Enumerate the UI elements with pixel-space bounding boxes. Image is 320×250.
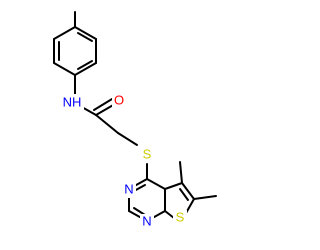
bond-c5-c6-double bbox=[179, 188, 189, 201]
bond-c4a-c4 bbox=[146, 178, 166, 190]
atom-nitrogen-lower: N bbox=[140, 213, 154, 230]
atom-sulfur-thiophene: S bbox=[173, 209, 187, 226]
bond-c2-n1-double bbox=[133, 207, 146, 216]
atom-nitrogen-upper-label: N bbox=[124, 181, 133, 196]
bond-ring1-c bbox=[74, 62, 97, 76]
bond-ring1-inner-1 bbox=[77, 32, 93, 42]
atom-sulfur-thiophene-label: S bbox=[176, 209, 185, 224]
structure-canvas: NH O S N N S bbox=[53, 11, 217, 230]
bond-ring1-a bbox=[74, 26, 97, 40]
bond-carbonyl-ch2 bbox=[95, 114, 119, 134]
atom-nh-label: NH bbox=[63, 94, 82, 109]
bond-c4a-c5 bbox=[164, 182, 183, 190]
bond-ring1-f bbox=[53, 26, 76, 40]
atom-labels: NH O S N N S bbox=[60, 92, 187, 230]
bond-c6-methyl bbox=[193, 195, 217, 200]
bond-s7-c7a bbox=[164, 210, 175, 219]
bond-ring1-inner-3 bbox=[77, 60, 93, 70]
molecule-drawing: NH O S N N S bbox=[53, 11, 217, 230]
bond-carbonyl-o-2 bbox=[93, 98, 113, 111]
atom-oxygen: O bbox=[112, 92, 126, 108]
atom-nitrogen-upper: N bbox=[122, 181, 136, 198]
atom-nitrogen-lower-label: N bbox=[142, 213, 151, 228]
atom-oxygen-label: O bbox=[114, 92, 124, 107]
bond-carbonyl-o-1 bbox=[95, 103, 116, 116]
bond-c6-s7 bbox=[185, 198, 195, 214]
atom-nh: NH bbox=[60, 94, 84, 110]
bond-ring1-d bbox=[53, 62, 76, 76]
bond-c5-c6 bbox=[181, 182, 195, 200]
bond-c5-methyl bbox=[179, 161, 183, 184]
atom-sulfur-thioether: S bbox=[140, 146, 154, 163]
atom-sulfur-thioether-label: S bbox=[143, 146, 152, 161]
bond-ch2-s bbox=[117, 132, 138, 146]
